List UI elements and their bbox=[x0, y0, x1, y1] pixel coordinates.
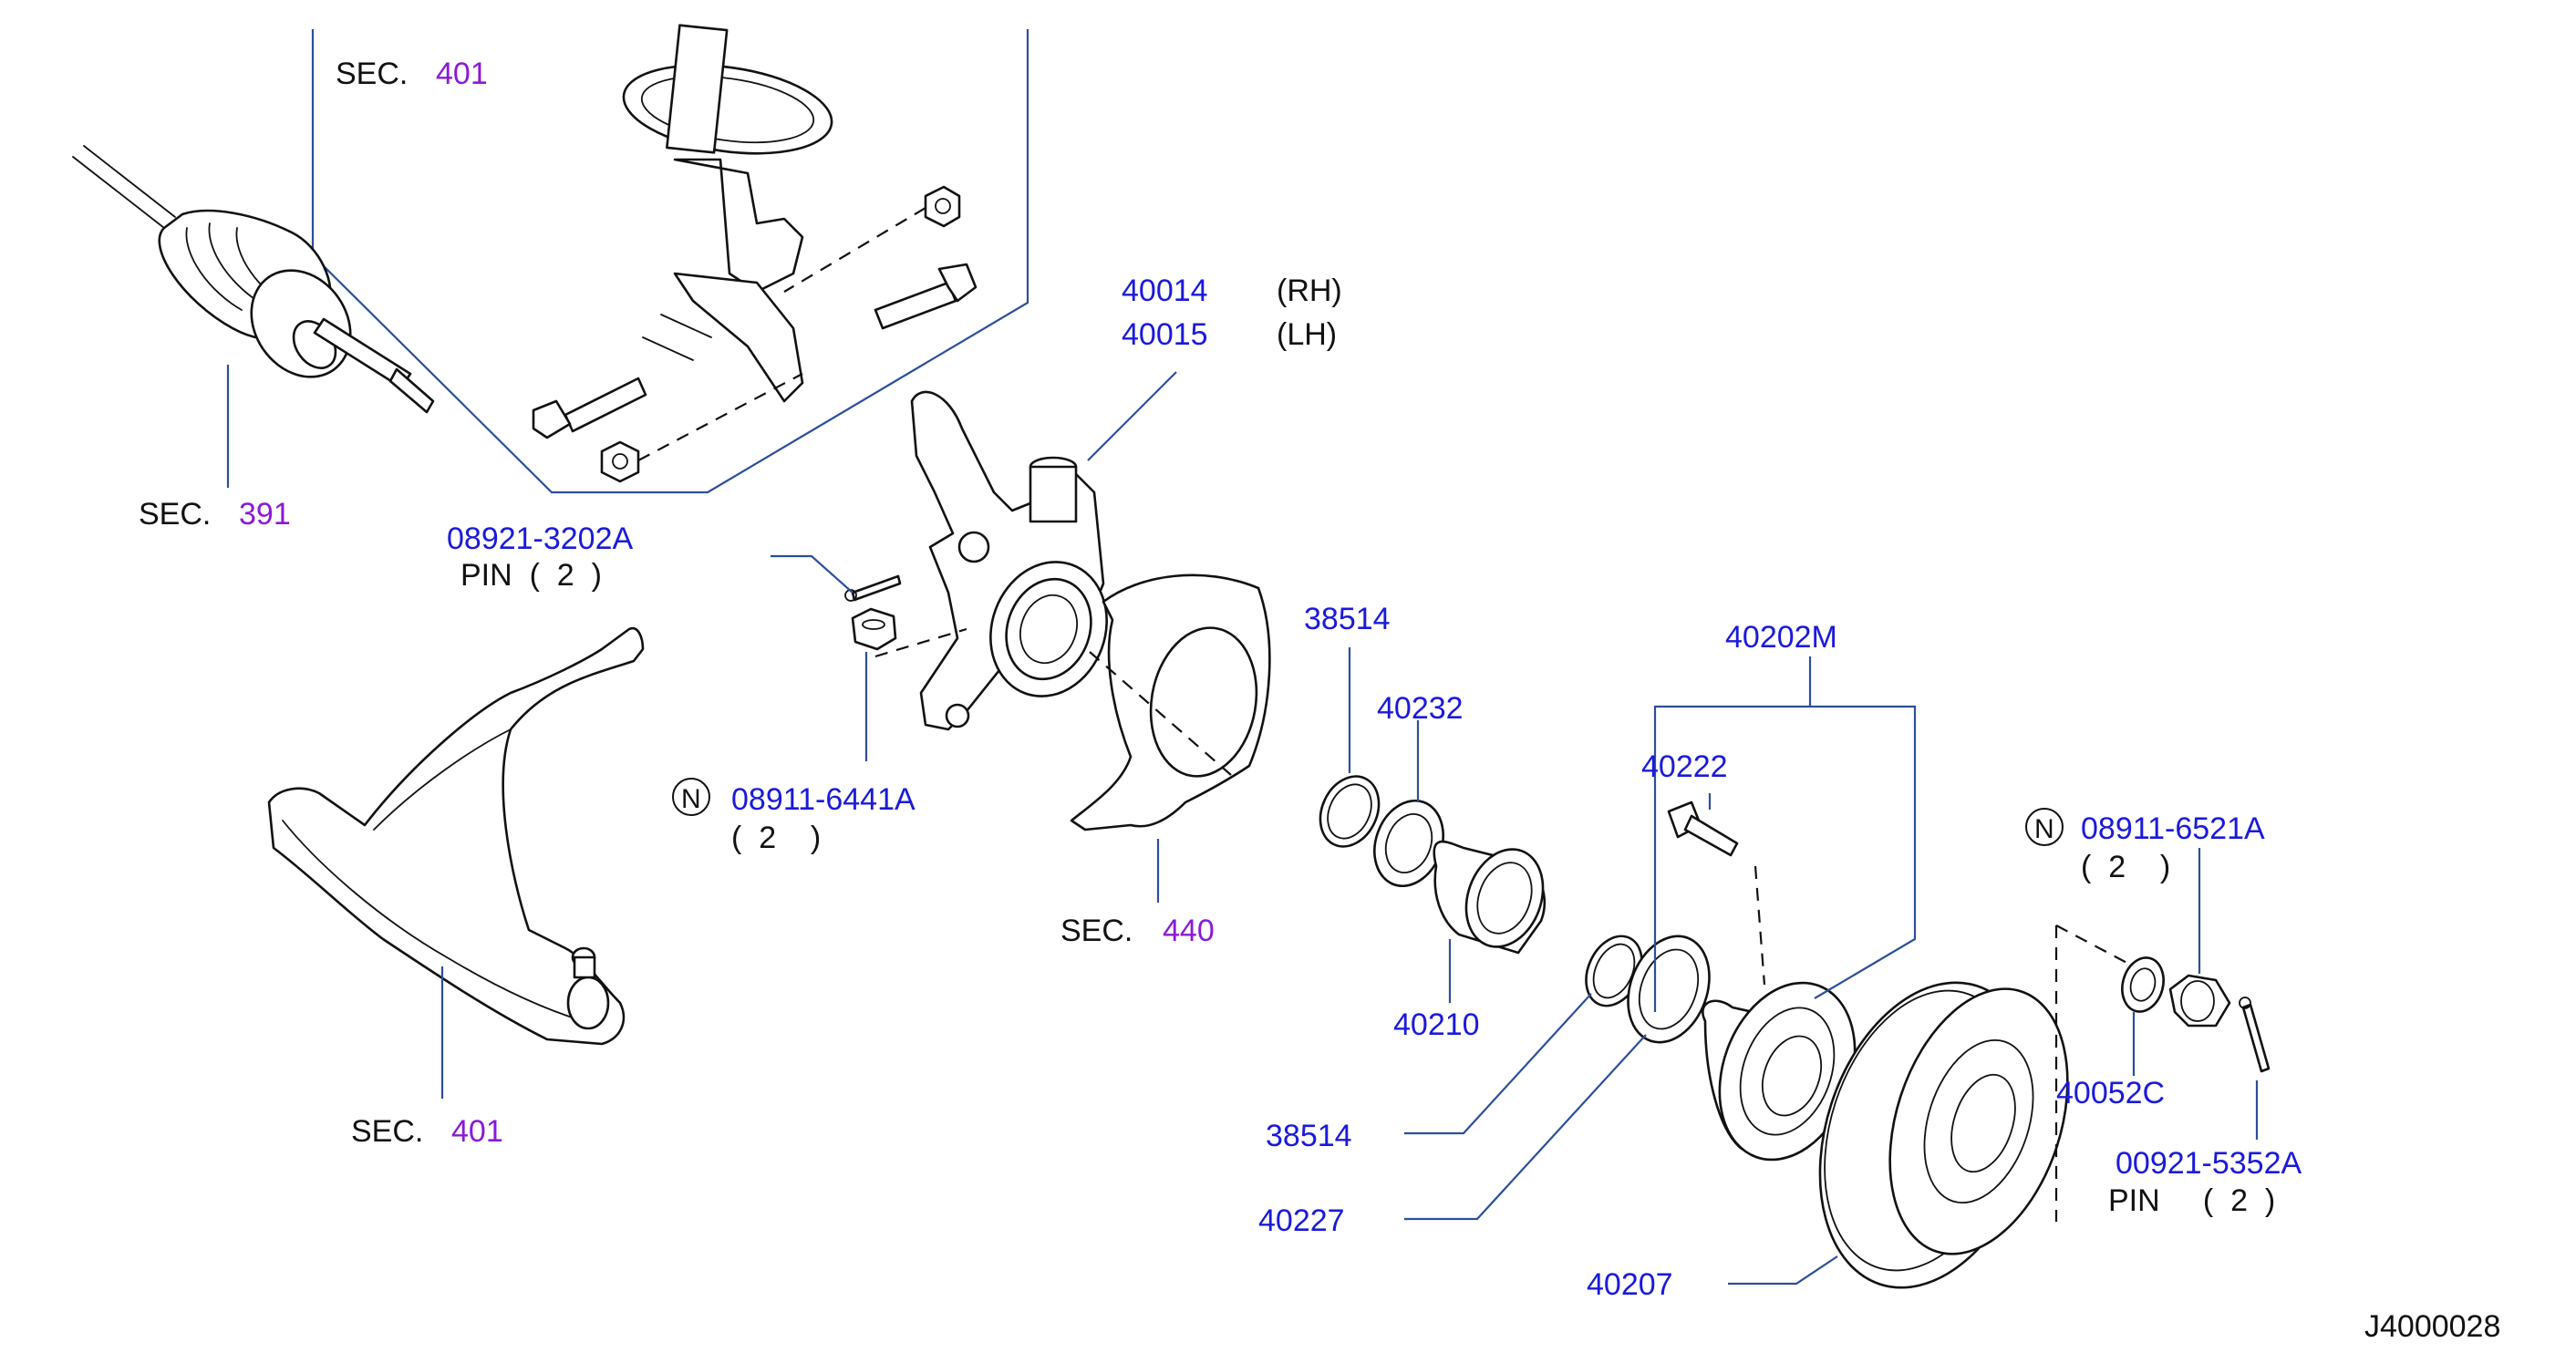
steering-knuckle[interactable] bbox=[910, 390, 1125, 731]
sec-440-word: SEC. bbox=[1060, 914, 1133, 948]
part-08911-6521A[interactable]: 08911-6521A bbox=[2081, 811, 2265, 846]
strut-assembly[interactable] bbox=[618, 24, 838, 403]
sec-401-bottom-number[interactable]: 401 bbox=[451, 1114, 503, 1149]
seal-40232[interactable] bbox=[1363, 791, 1454, 896]
part-08921-3202A[interactable]: 08921-3202A bbox=[447, 522, 634, 556]
wheel-stud-40222[interactable] bbox=[1667, 800, 1739, 857]
hub-nut-dash-2 bbox=[2055, 924, 2135, 967]
leader-40207 bbox=[1728, 1255, 1838, 1286]
strut-dash-upper bbox=[783, 207, 926, 293]
part-40210[interactable]: 40210 bbox=[1393, 1007, 1480, 1042]
sec-401-top-frame bbox=[311, 29, 1029, 494]
leader-40014 bbox=[1087, 371, 1177, 461]
part-40052C[interactable]: 40052C bbox=[2056, 1076, 2165, 1110]
part-40015[interactable]: 40015 bbox=[1122, 317, 1208, 352]
lower-control-arm[interactable] bbox=[267, 626, 645, 1046]
nut-08911-6521A[interactable] bbox=[2168, 974, 2231, 1028]
part-38514-top[interactable]: 38514 bbox=[1304, 602, 1391, 636]
sec-440-number[interactable]: 440 bbox=[1163, 914, 1215, 948]
cotter-pin-08921-3202A[interactable] bbox=[844, 574, 902, 602]
sec-401-top-word: SEC. bbox=[336, 57, 408, 91]
sec-401-bottom-word: SEC. bbox=[351, 1114, 423, 1149]
diagram-id: J4000028 bbox=[2364, 1309, 2500, 1344]
nut-dash bbox=[874, 627, 967, 658]
part-40207[interactable]: 40207 bbox=[1587, 1267, 1673, 1302]
part-40232[interactable]: 40232 bbox=[1377, 691, 1464, 726]
part-40014-side: (RH) bbox=[1277, 274, 1342, 308]
part-40014[interactable]: 40014 bbox=[1122, 274, 1208, 308]
part-08921-3202A-desc: PIN ( 2 ) bbox=[460, 558, 602, 593]
drive-shaft[interactable] bbox=[72, 145, 435, 414]
part-08911-6521A-marker: N bbox=[2034, 814, 2054, 844]
strut-dash-lower bbox=[637, 373, 803, 461]
snap-ring-38514-bottom[interactable] bbox=[1576, 927, 1653, 1015]
strut-lower-nut[interactable] bbox=[600, 440, 640, 483]
sec-391-number[interactable]: 391 bbox=[239, 497, 291, 532]
leader-40202M bbox=[1653, 705, 1917, 1012]
strut-upper-nut[interactable] bbox=[924, 185, 961, 228]
axis-dash-knuckle bbox=[1089, 651, 1232, 776]
washer-40052C[interactable] bbox=[2116, 953, 2169, 1016]
part-40015-side: (LH) bbox=[1277, 317, 1337, 352]
wheel-bearing-40210[interactable] bbox=[1433, 839, 1557, 958]
leader-40227 bbox=[1404, 1034, 1647, 1221]
sec-391-word: SEC. bbox=[139, 497, 211, 532]
brake-rotor-40207[interactable] bbox=[1783, 955, 2099, 1316]
wheel-hub-40202M[interactable] bbox=[1696, 964, 1878, 1179]
strut-upper-bolt[interactable] bbox=[874, 263, 978, 330]
part-08911-6441A[interactable]: 08911-6441A bbox=[731, 782, 916, 817]
part-40222[interactable]: 40222 bbox=[1641, 749, 1728, 784]
leader-08921-3202A bbox=[771, 554, 853, 594]
part-08911-6521A-qty: ( 2 ) bbox=[2081, 850, 2170, 884]
snap-ring-38514-top[interactable] bbox=[1309, 767, 1390, 856]
n-circle-6521A bbox=[2025, 808, 2064, 846]
part-00921-5352A-desc: PIN ( 2 ) bbox=[2108, 1183, 2275, 1218]
part-08911-6441A-qty: ( 2 ) bbox=[731, 821, 821, 855]
strut-lower-bolt[interactable] bbox=[532, 377, 647, 439]
part-40202M[interactable]: 40202M bbox=[1725, 620, 1837, 655]
part-38514-bottom[interactable]: 38514 bbox=[1266, 1119, 1352, 1153]
cotter-pin-00921-5352A[interactable] bbox=[2239, 997, 2271, 1073]
sec-401-top-number[interactable]: 401 bbox=[436, 57, 488, 91]
splash-guard[interactable] bbox=[1070, 573, 1271, 831]
nut-08911-6441A[interactable] bbox=[851, 607, 897, 651]
n-circle-6441A bbox=[672, 778, 710, 816]
part-00921-5352A[interactable]: 00921-5352A bbox=[2116, 1146, 2302, 1181]
part-08911-6441A-marker: N bbox=[681, 784, 701, 814]
leader-38514-bottom bbox=[1404, 993, 1592, 1135]
stud-dash bbox=[1754, 865, 1766, 986]
part-40227[interactable]: 40227 bbox=[1258, 1203, 1345, 1238]
seal-40227[interactable] bbox=[1614, 924, 1723, 1053]
